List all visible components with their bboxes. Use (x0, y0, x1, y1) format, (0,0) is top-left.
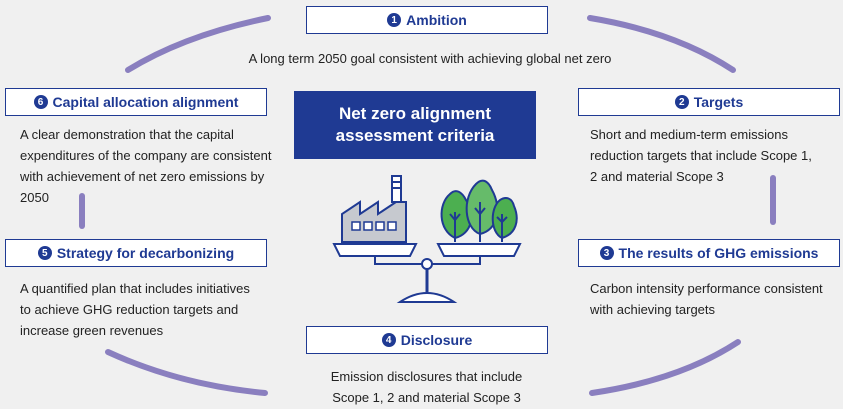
criterion-2-line-2: reduction targets that include Scope 1, (590, 148, 812, 163)
criterion-2-box: 2 Targets (578, 88, 840, 116)
criterion-2-title: Targets (693, 94, 744, 110)
criterion-1-description: A long term 2050 goal consistent with ac… (180, 48, 680, 69)
trees-icon (440, 179, 518, 242)
criterion-1-description-text: A long term 2050 goal consistent with ac… (248, 51, 612, 66)
factory-icon (341, 175, 407, 243)
criterion-2-description: Short and medium-term emissions reductio… (590, 124, 840, 187)
criterion-5-line-1: A quantified plan that includes initiati… (20, 281, 250, 296)
center-title-line-2: assessment criteria (335, 126, 495, 145)
criterion-4-box: 4 Disclosure (306, 326, 548, 354)
criterion-1-box: 1 Ambition (306, 6, 548, 34)
criterion-6-description: A clear demonstration that the capital e… (20, 124, 290, 208)
criterion-3-line-2: with achieving targets (590, 302, 716, 317)
criterion-6-title: Capital allocation alignment (52, 94, 239, 110)
criterion-4-line-2: Scope 1, 2 and material Scope 3 (332, 390, 521, 405)
criterion-3-description: Carbon intensity performance consistent … (590, 278, 840, 320)
arc-1-6 (125, 15, 271, 73)
balance-scale-factory-trees-icon (332, 175, 522, 303)
number-4-badge: 4 (381, 333, 396, 347)
criterion-1-title: Ambition (406, 12, 467, 28)
arc-4-3 (589, 339, 741, 396)
criterion-3-box: 3 The results of GHG emissions (578, 239, 840, 267)
criterion-6-box: 6 Capital allocation alignment (5, 88, 267, 116)
criterion-3-title: The results of GHG emissions (618, 245, 819, 261)
number-5-badge: 5 (37, 246, 52, 260)
criterion-4-title: Disclosure (400, 332, 473, 348)
criterion-5-description: A quantified plan that includes initiati… (20, 278, 290, 341)
arc-5-4 (105, 349, 268, 396)
criterion-6-line-4: 2050 (20, 190, 49, 205)
number-6-badge: 6 (33, 95, 48, 109)
criterion-4-line-1: Emission disclosures that include (330, 369, 523, 384)
number-1-badge: 1 (387, 13, 402, 27)
arc-1-2 (587, 15, 736, 73)
center-title-line-1: Net zero alignment (338, 104, 492, 123)
criterion-5-line-3: increase green revenues (20, 323, 164, 338)
criterion-6-line-3: with achievement of net zero emissions b… (20, 169, 265, 184)
criterion-5-box: 5 Strategy for decarbonizing (5, 239, 267, 267)
criterion-5-line-2: to achieve GHG reduction targets and (20, 302, 239, 317)
criterion-4-description: Emission disclosures that include Scope … (280, 366, 573, 408)
center-title-box: Net zero alignment assessment criteria (294, 91, 536, 159)
criterion-6-line-1: A clear demonstration that the capital (20, 127, 234, 142)
criterion-5-title: Strategy for decarbonizing (56, 245, 235, 261)
criterion-3-line-1: Carbon intensity performance consistent (590, 281, 823, 296)
criterion-6-line-2: expenditures of the company are consiste… (20, 148, 272, 163)
criterion-2-line-1: Short and medium-term emissions (590, 127, 788, 142)
criterion-2-line-3: 2 and material Scope 3 (590, 169, 724, 184)
number-2-badge: 2 (674, 95, 689, 109)
number-3-badge: 3 (599, 246, 614, 260)
